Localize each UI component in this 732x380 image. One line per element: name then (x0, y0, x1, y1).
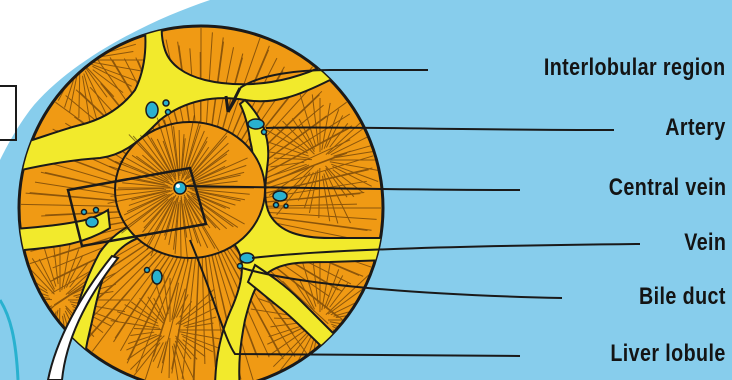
central-vein-highlight (176, 184, 180, 188)
label-artery: Artery (666, 116, 726, 140)
cutaway-outline (0, 300, 18, 380)
central-lobule (115, 122, 265, 258)
label-vein: Vein (684, 231, 726, 255)
label-bile-duct: Bile duct (639, 285, 726, 309)
label-central-vein: Central vein (608, 176, 726, 200)
label-liver-lobule: Liver lobule (611, 342, 726, 366)
label-interlobular-region: Interlobular region (544, 56, 726, 80)
central-vein (174, 182, 186, 194)
